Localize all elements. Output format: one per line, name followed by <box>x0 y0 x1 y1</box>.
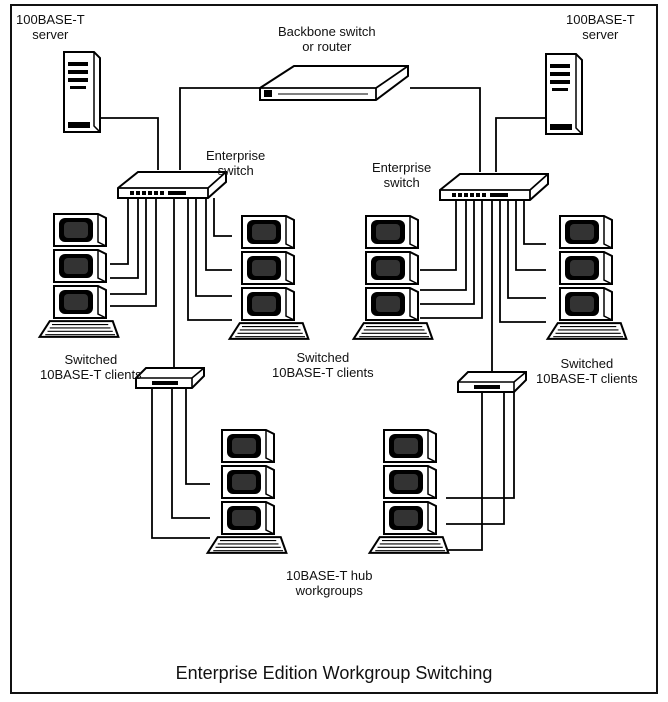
hub-workgroup-right <box>368 429 450 554</box>
workstation-icon <box>221 465 275 499</box>
keyboard-icon <box>228 322 310 340</box>
keyboard-icon <box>352 322 434 340</box>
keyboard-icon <box>368 536 450 554</box>
diagram-frame <box>10 4 658 694</box>
workstation-icon <box>221 429 275 463</box>
workstation-icon <box>53 213 107 247</box>
keyboard-icon <box>206 536 288 554</box>
client-stack-left <box>38 213 120 338</box>
server-left-icon <box>63 51 101 133</box>
hub-workgroup-left <box>206 429 288 554</box>
workstation-icon <box>241 287 295 321</box>
hub-left-icon <box>135 367 205 389</box>
workstation-icon <box>365 215 419 249</box>
workstation-icon <box>241 251 295 285</box>
workstation-icon <box>365 287 419 321</box>
hub-right-icon <box>457 371 527 393</box>
workstation-icon <box>559 215 613 249</box>
workstation-icon <box>559 287 613 321</box>
workstation-icon <box>53 249 107 283</box>
client-stack-right <box>546 215 628 340</box>
keyboard-icon <box>38 320 120 338</box>
backbone-router-icon <box>259 65 409 101</box>
workstation-icon <box>365 251 419 285</box>
workstation-icon <box>53 285 107 319</box>
client-stack-middle <box>228 215 310 340</box>
client-stack-center-right <box>352 215 434 340</box>
workstation-icon <box>383 429 437 463</box>
keyboard-icon <box>546 322 628 340</box>
workstation-icon <box>559 251 613 285</box>
workstation-icon <box>383 501 437 535</box>
diagram-caption: Enterprise Edition Workgroup Switching <box>175 663 493 683</box>
enterprise-switch-right-icon <box>439 173 549 201</box>
workstation-icon <box>383 465 437 499</box>
cabling <box>100 87 546 551</box>
workstation-icon <box>241 215 295 249</box>
server-right-icon <box>545 53 583 135</box>
workstation-icon <box>221 501 275 535</box>
